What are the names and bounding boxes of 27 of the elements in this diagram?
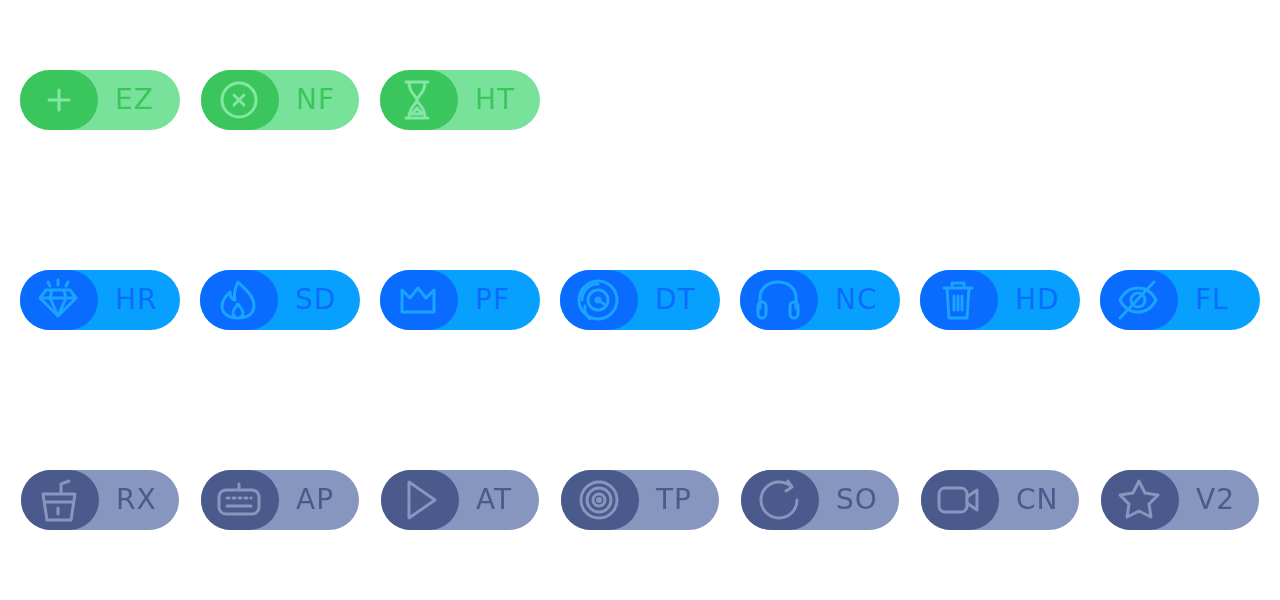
status-pill <box>561 470 719 530</box>
status-pill <box>1101 470 1259 530</box>
status-pill <box>21 470 179 530</box>
status-pill <box>381 470 539 530</box>
status-pill <box>560 270 720 330</box>
status-pill <box>200 270 360 330</box>
badge-code: AT <box>476 482 513 518</box>
status-pill <box>1100 270 1260 330</box>
badge-code: EZ <box>115 82 154 118</box>
badge-code: TP <box>656 482 692 518</box>
badge-code: NF <box>296 82 336 118</box>
status-pill <box>380 70 540 130</box>
status-pill <box>20 270 180 330</box>
status-pill <box>741 470 899 530</box>
status-pill <box>380 270 540 330</box>
badge-code: HT <box>475 82 516 118</box>
badge-code: CN <box>1016 482 1059 518</box>
badge-code: AP <box>296 482 335 518</box>
status-pill <box>921 470 1079 530</box>
status-pill <box>920 270 1080 330</box>
badge-code: SO <box>836 482 878 518</box>
badge-code: V2 <box>1196 482 1235 518</box>
status-pill <box>740 270 900 330</box>
status-pill <box>20 70 180 130</box>
status-pill <box>201 70 359 130</box>
badge-code: RX <box>116 482 157 518</box>
status-pill <box>201 470 359 530</box>
